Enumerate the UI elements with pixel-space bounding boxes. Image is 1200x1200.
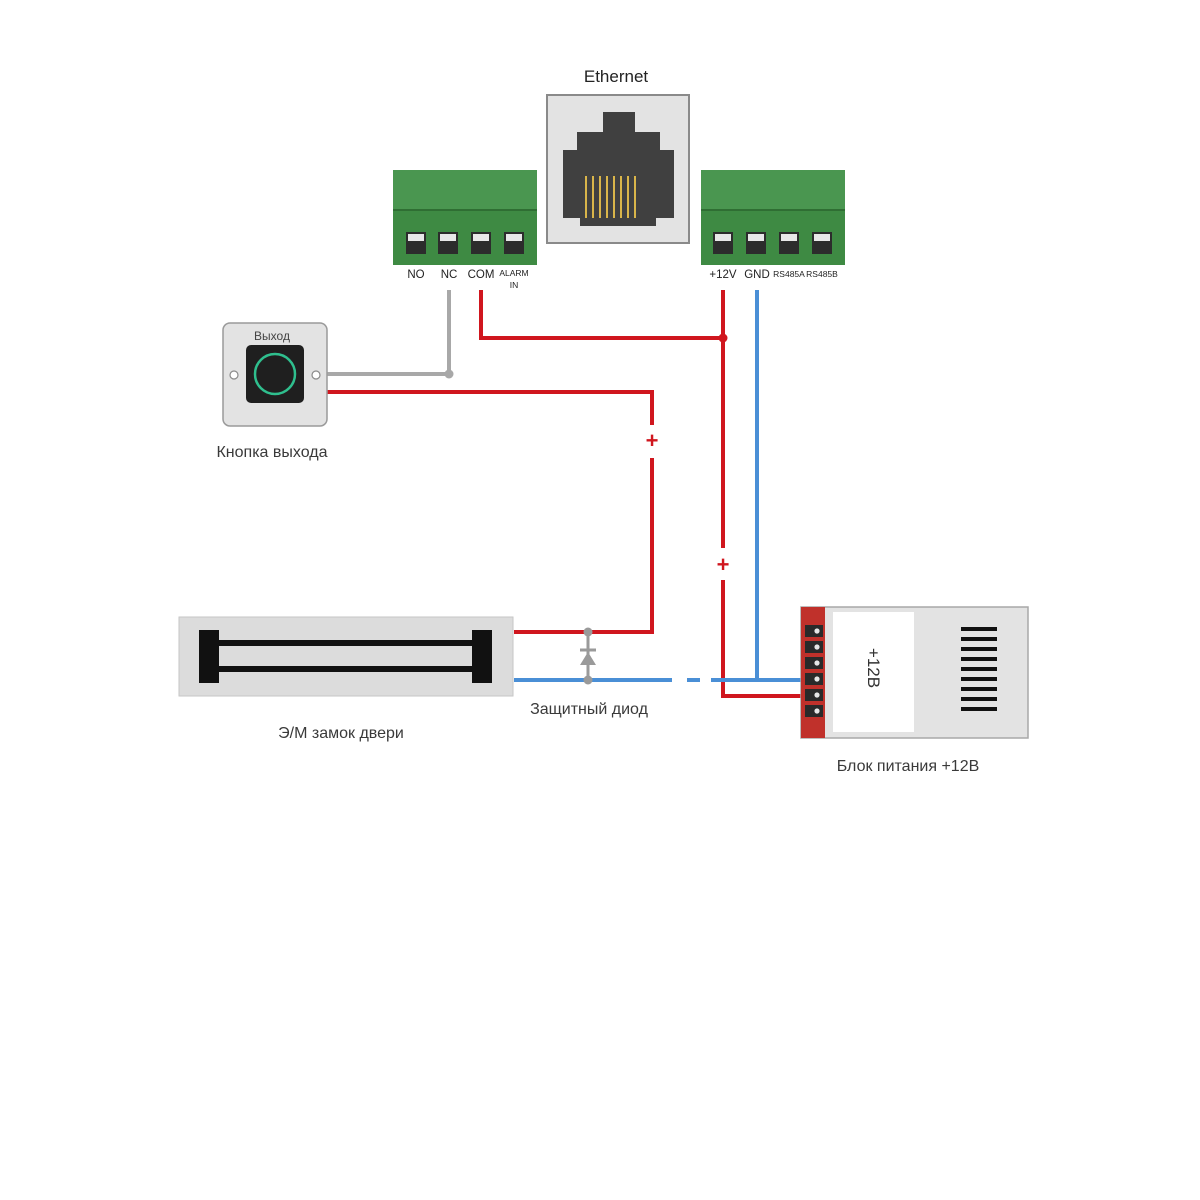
terminal-screw: [812, 232, 832, 254]
diode-arrow-icon: [580, 652, 596, 665]
psu-terminal-screws: [805, 625, 823, 717]
psu-vent-icon: [961, 627, 997, 711]
wire-button-to-lock: [326, 390, 654, 425]
em-lock-end-left: [199, 630, 219, 683]
power-supply: +12В Блок питания +12В: [800, 606, 1029, 775]
psu-caption: Блок питания +12В: [837, 758, 980, 775]
junction-dot: [583, 675, 593, 685]
terminal-screw: [746, 232, 766, 254]
polarity-plus-mark: +: [646, 428, 659, 453]
junction-dot: [583, 627, 593, 637]
exit-button-ring-icon: [253, 352, 297, 396]
exit-button-face-label: Выход: [254, 329, 290, 343]
terminal-block-power: +12V GND RS485A RS485B: [701, 170, 845, 281]
mounting-hole-icon: [229, 370, 239, 380]
terminal-screw: [406, 232, 426, 254]
psu-face-label: +12В: [864, 648, 883, 688]
wires: [326, 290, 805, 698]
pin-label-alarm-in: IN: [510, 280, 519, 290]
pin-label-com: COM: [468, 269, 495, 281]
em-lock-bar-top: [219, 640, 472, 646]
wire-nc-to-button: [326, 290, 451, 376]
rj45-socket-icon: [563, 112, 674, 226]
terminal-block-relay: NO NC COM ALARM IN: [393, 170, 537, 290]
pin-label-alarm: ALARM: [499, 268, 528, 278]
terminal-body-top: [393, 170, 537, 210]
mounting-hole-icon: [311, 370, 321, 380]
em-lock-caption: Э/М замок двери: [278, 725, 404, 742]
psu-label-panel: [833, 612, 914, 732]
wire-com-to-12v: [479, 290, 723, 340]
em-lock-end-right: [472, 630, 492, 683]
wire-12v-to-psu-lower: [721, 580, 805, 698]
terminal-screw: [504, 232, 524, 254]
em-lock-body: [178, 616, 514, 697]
pin-label-no: NO: [407, 269, 424, 281]
protective-diode: Защитный диод: [530, 627, 649, 718]
terminal-body-top: [701, 170, 845, 210]
pin-label-gnd: GND: [744, 269, 770, 281]
polarity-plus-mark: +: [717, 552, 730, 577]
pin-label-nc: NC: [441, 269, 458, 281]
diode-caption: Защитный диод: [530, 701, 649, 718]
ethernet-label: Ethernet: [584, 67, 649, 86]
em-lock: Э/М замок двери: [178, 616, 514, 742]
wire-gnd-to-psu: [755, 290, 805, 682]
pin-label-12v: +12V: [709, 269, 737, 281]
terminal-screw: [471, 232, 491, 254]
wire-button-to-lock-lower: [514, 458, 654, 634]
exit-button-caption: Кнопка выхода: [216, 444, 327, 461]
rj45-contacts: [585, 176, 636, 218]
terminal-screw: [779, 232, 799, 254]
terminal-screw: [438, 232, 458, 254]
pin-label-rs485b: RS485B: [806, 269, 838, 279]
junction-dot: [444, 369, 454, 379]
terminal-screw: [713, 232, 733, 254]
pin-label-rs485a: RS485A: [773, 269, 805, 279]
em-lock-bar-bottom: [219, 666, 472, 672]
exit-button: Выход Кнопка выхода: [216, 322, 328, 461]
ethernet-port: Ethernet: [546, 67, 690, 244]
